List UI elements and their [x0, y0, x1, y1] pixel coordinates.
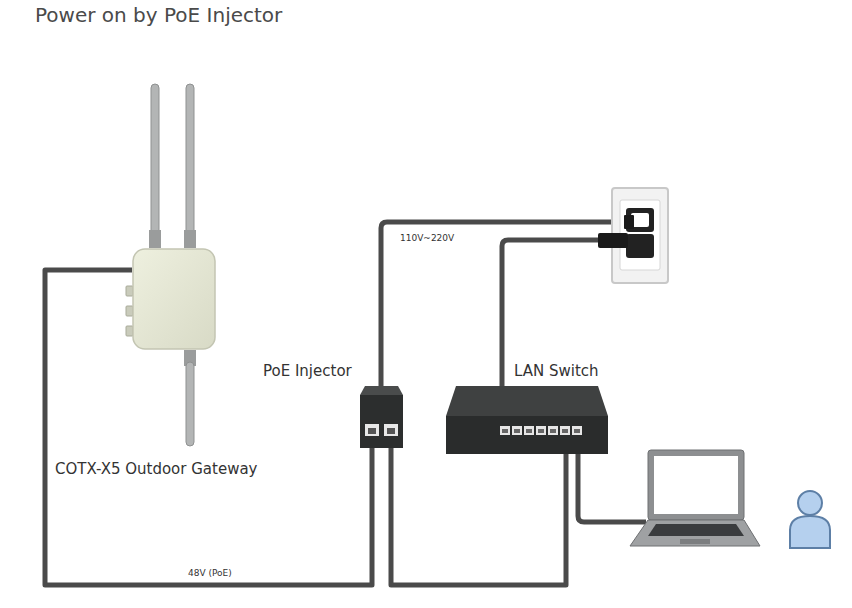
diagram-title: Power on by PoE Injector — [35, 3, 282, 27]
laptop — [630, 450, 760, 546]
lan-cable — [578, 452, 646, 522]
voltage-label: 110V~220V — [398, 233, 456, 244]
wall-outlet — [598, 188, 668, 283]
connector-port — [126, 286, 133, 336]
lan-switch: LAN Switch — [446, 386, 608, 454]
device-label: COTX-X5 Outdoor Gateway — [55, 460, 258, 478]
user-icon — [790, 491, 830, 548]
cable-label: 48V (PoE) — [186, 568, 234, 579]
poe-injector: PoE Injector — [360, 386, 403, 448]
power-cord — [381, 222, 628, 388]
device-label: LAN Switch — [514, 362, 599, 380]
device-shape — [446, 386, 608, 454]
gateway-device: COTX-X5 Outdoor Gateway — [132, 248, 216, 350]
device-label: PoE Injector — [263, 362, 352, 380]
device-shape — [360, 386, 403, 448]
ethernet-cable — [391, 448, 566, 585]
power-cord — [502, 240, 606, 388]
device-shape — [132, 248, 216, 350]
